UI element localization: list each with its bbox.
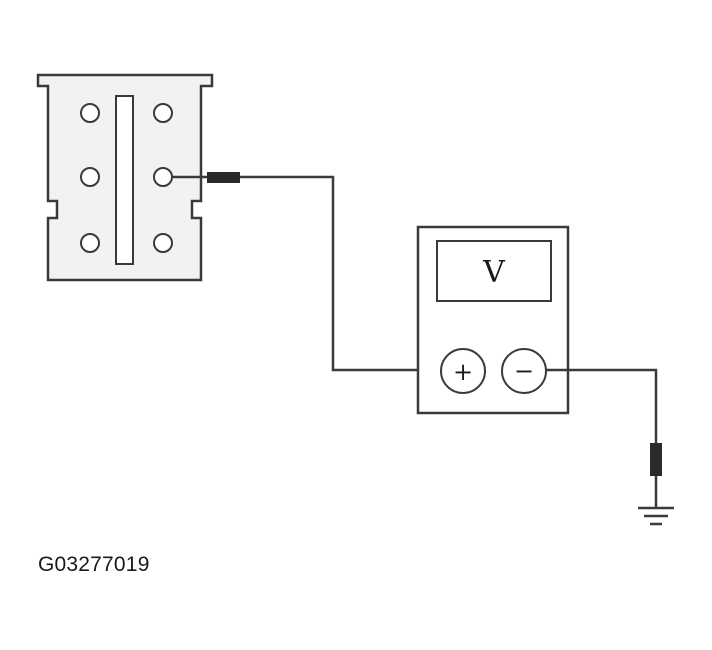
connector-pin-4 xyxy=(153,167,173,187)
connector-pin-6 xyxy=(153,233,173,253)
connector xyxy=(36,73,214,282)
positive-lead-wire xyxy=(240,175,441,372)
connector-pin-3 xyxy=(80,167,100,187)
probe-tip xyxy=(207,172,240,183)
negative-test-lead xyxy=(546,368,662,508)
ground-probe xyxy=(650,443,662,476)
connector-center-rib xyxy=(115,95,134,265)
positive-terminal xyxy=(440,348,486,394)
positive-test-lead xyxy=(172,172,441,372)
ground-symbol-icon xyxy=(638,506,674,526)
negative-terminal-label: − xyxy=(514,357,534,385)
connector-pin-1 xyxy=(80,103,100,123)
positive-terminal-label: + xyxy=(453,358,473,386)
connector-pin-2 xyxy=(153,103,173,123)
connector-pin-5 xyxy=(80,233,100,253)
negative-lead-wire xyxy=(546,368,658,444)
voltmeter: V + − xyxy=(416,225,570,415)
figure-id: G03277019 xyxy=(38,553,150,576)
voltmeter-display-label: V xyxy=(482,255,506,290)
voltmeter-display xyxy=(436,240,552,302)
